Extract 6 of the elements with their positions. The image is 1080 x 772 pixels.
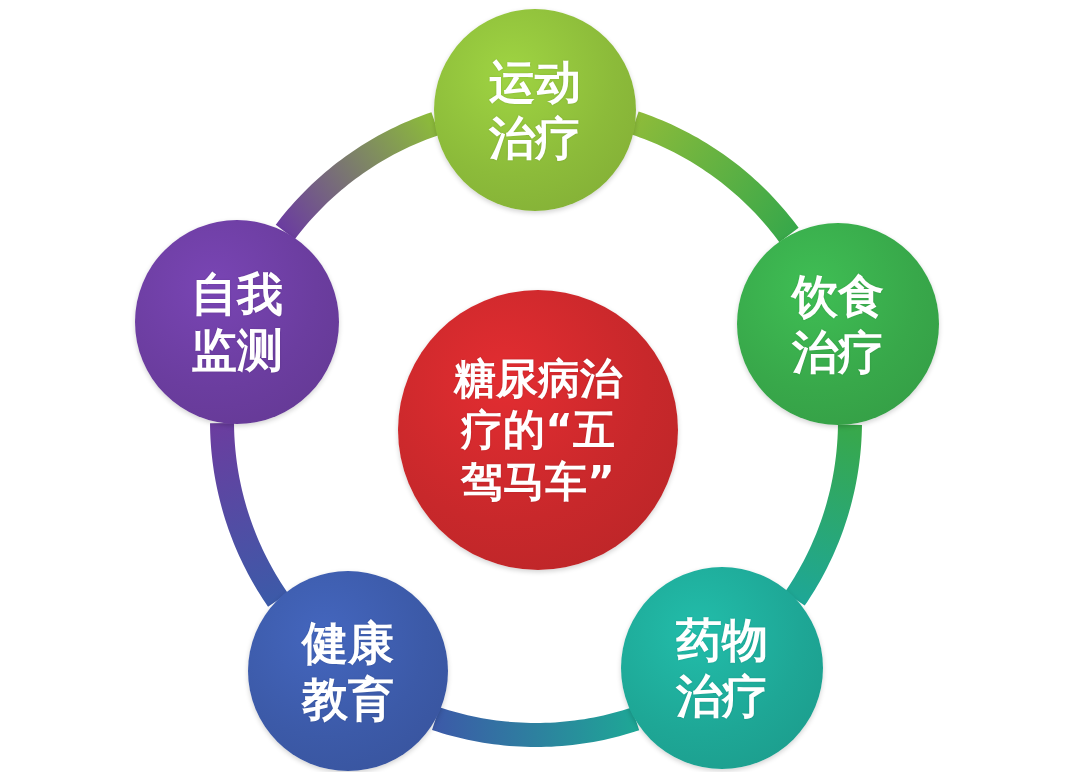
- circle-label: 糖尿病治疗的“五驾马车”: [452, 353, 624, 507]
- circle-label: 饮食治疗: [789, 267, 885, 381]
- circle-label: 健康教育: [300, 614, 395, 728]
- circle-label: 自我监测: [190, 265, 284, 379]
- circle-label: 运动治疗: [488, 53, 582, 167]
- circle-label: 药物治疗: [675, 611, 769, 725]
